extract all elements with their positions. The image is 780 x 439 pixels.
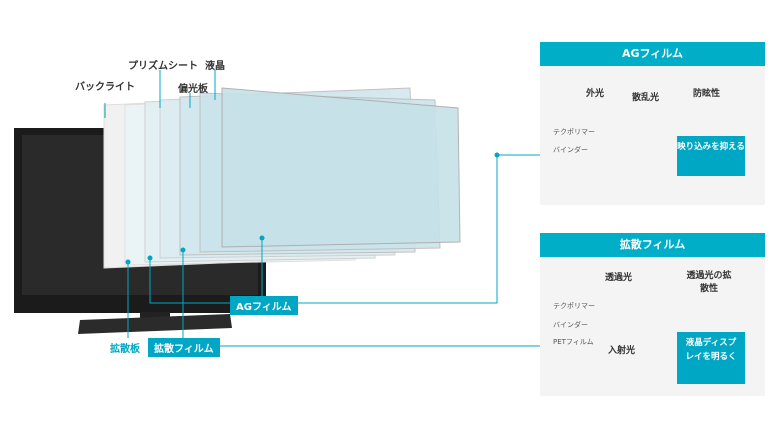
binder-label: バインダー — [553, 321, 588, 329]
label-diffuser-plate: 拡散板 — [110, 344, 140, 355]
scattered-light-label: 散乱光 — [632, 93, 660, 103]
label-lcd: 液晶 — [205, 61, 225, 72]
ag-result: 映り込みを抑える — [677, 136, 745, 176]
ag-panel-title: AGフィルム — [540, 42, 765, 66]
techpolymer-label: テクポリマー — [553, 302, 595, 310]
label-backlight: バックライト — [75, 82, 135, 93]
outside-light-label: 外光 — [586, 89, 605, 99]
layer-ag — [221, 87, 461, 248]
techpolymer-label: テクポリマー — [553, 128, 595, 136]
label-ag-film: AGフィルム — [230, 296, 298, 315]
transmitted-light-label: 透過光 — [605, 273, 633, 283]
incident-light-label: 入射光 — [608, 346, 636, 356]
leader-lines — [104, 70, 540, 347]
ag-property: 防眩性 — [693, 89, 721, 99]
diff-property: 透過光の拡散性 — [686, 271, 732, 294]
diff-panel-title: 拡散フィルム — [540, 233, 765, 257]
label-diffuser-film: 拡散フィルム — [148, 338, 220, 357]
binder-label: バインダー — [553, 146, 588, 154]
pet-film-label: PETフィルム — [553, 338, 594, 346]
label-polarizer: 偏光板 — [178, 84, 208, 95]
layer-stack — [103, 87, 461, 269]
diff-result: 液晶ディスプレイを明るく — [677, 332, 745, 384]
ag-film-panel: AGフィルム — [540, 42, 765, 205]
tv-stand — [78, 314, 232, 334]
label-prism-sheet: プリズムシート — [128, 61, 198, 72]
